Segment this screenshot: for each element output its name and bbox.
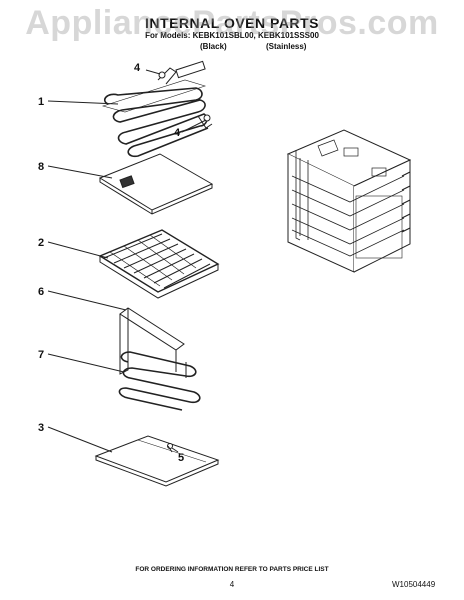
callout-8: 8 [38,161,44,173]
finish-black-label: (Black) [200,42,227,51]
element-shield-drawing [119,307,185,375]
callout-2: 2 [38,237,44,249]
leader-line-4b [181,119,207,133]
page-title: INTERNAL OVEN PARTS [145,15,319,31]
callout-6: 6 [38,286,44,298]
broil-element-drawing [101,60,213,158]
callout-1: 1 [38,96,44,108]
floor-panel-drawing [98,153,214,215]
callout-4b: 4 [174,127,181,139]
oven-rack-drawing [98,229,220,299]
callout-4a: 4 [134,62,141,74]
finish-stainless-label: (Stainless) [266,42,307,51]
leader-line-6 [47,290,127,311]
leader-line-1 [47,100,119,105]
bake-element-drawing [118,351,201,411]
leader-line-5 [171,447,179,453]
callout-3: 3 [38,422,44,434]
ordering-note: FOR ORDERING INFORMATION REFER TO PARTS … [135,566,329,573]
watermark: AppliancePartsPros.com [25,4,439,42]
leader-line-7 [47,353,125,373]
callout-5: 5 [178,452,184,464]
bottom-pan-drawing [94,435,220,487]
leader-line-4a [145,69,161,75]
page-number: 4 [229,580,235,589]
leader-line-8 [47,165,113,179]
oven-cavity-drawing [286,129,412,273]
model-numbers: For Models: KEBK101SBL00, KEBK101SSS00 [145,31,319,40]
leader-line-3 [47,426,113,453]
callout-7: 7 [38,349,44,361]
document-number: W10504449 [392,580,436,589]
leader-line-2 [47,241,109,259]
